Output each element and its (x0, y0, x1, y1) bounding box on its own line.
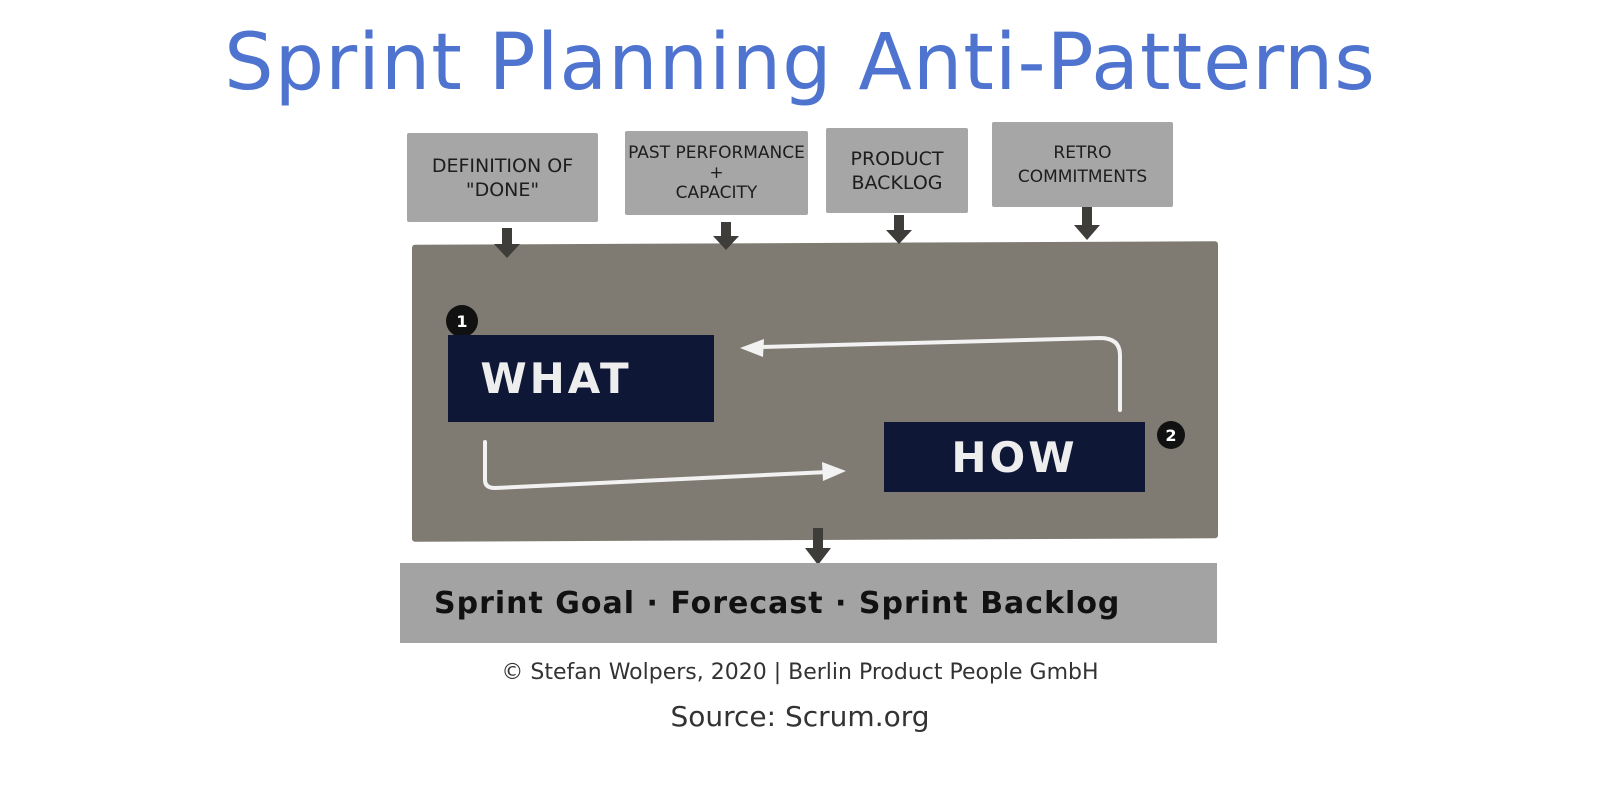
input-label: + (709, 163, 724, 183)
copyright-text: © Stefan Wolpers, 2020 | Berlin Product … (501, 660, 1099, 685)
down-arrow-icon (494, 228, 520, 258)
step-what: WHAT (448, 335, 714, 422)
input-label: Retro (1053, 142, 1112, 163)
step-badge-2: 2 (1157, 421, 1185, 449)
input-label: Past Performance (628, 143, 805, 163)
loop-arrow-how-to-what (758, 335, 1122, 412)
down-arrow-icon (886, 215, 912, 244)
down-arrows (494, 207, 1100, 565)
input-product-backlog: Product Backlog (826, 128, 968, 213)
down-arrow-icon (713, 222, 739, 250)
input-retro-commitments: Retro Commitments (992, 122, 1173, 207)
loop-arrow-what-to-how (483, 440, 830, 491)
input-label: Product (850, 147, 944, 170)
arrowhead-icon (822, 462, 846, 481)
input-definition-of-done: Definition of "Done" (407, 133, 598, 222)
sprint-planning-output: Sprint Goal · Forecast · Sprint Backlog (400, 563, 1217, 643)
input-label: "Done" (465, 178, 540, 201)
step-label: WHAT (480, 354, 632, 403)
step-badge-1: 1 (446, 305, 478, 337)
input-label: Capacity (675, 183, 758, 203)
step-how: HOW (884, 422, 1145, 492)
down-arrow-icon (1074, 207, 1100, 240)
down-arrow-icon (805, 528, 831, 565)
input-label: Commitments (1017, 166, 1148, 187)
input-past-performance-capacity: Past Performance + Capacity (625, 131, 808, 215)
source-text: Source: Scrum.org (670, 700, 930, 733)
diagram-title: Sprint Planning Anti-Patterns (224, 18, 1376, 108)
input-label: Backlog (851, 171, 943, 194)
step-label: HOW (951, 432, 1078, 482)
input-label: Definition of (431, 154, 574, 177)
output-label: Sprint Goal · Forecast · Sprint Backlog (434, 585, 1121, 621)
arrowhead-icon (740, 339, 764, 357)
